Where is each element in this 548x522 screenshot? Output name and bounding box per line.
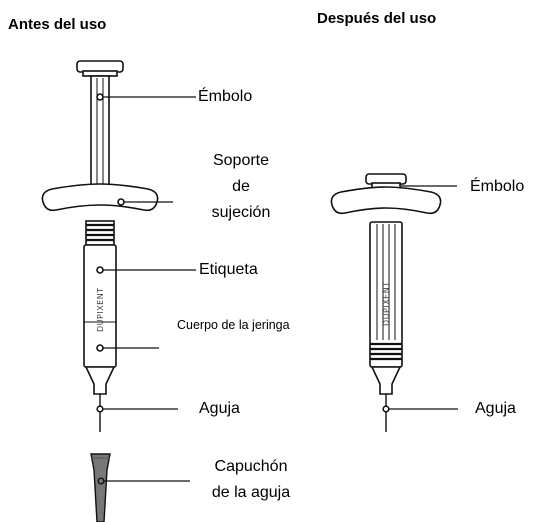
syringe-before-use <box>41 60 159 432</box>
finger-grip <box>41 183 159 212</box>
label-finger-grip-line3: sujeción <box>211 204 271 221</box>
label-needle-after: Aguja <box>475 400 516 417</box>
syringe-brand-text: DUPIXENT <box>96 287 105 332</box>
label-needle-cap-line2: de la aguja <box>211 484 291 501</box>
heading-before-use: Antes del uso <box>8 16 107 33</box>
heading-after-use: Después del uso <box>317 10 437 27</box>
needle-cap <box>90 453 111 522</box>
label-needle-cap: Capuchón de la aguja <box>189 456 313 504</box>
label-etiqueta: Etiqueta <box>199 261 258 278</box>
label-needle-cap-line1: Capuchón <box>214 458 288 475</box>
label-syringe-body: Cuerpo de la jeringa <box>177 318 290 332</box>
label-plunger-after: Émbolo <box>470 178 525 195</box>
label-finger-grip-line1: Soporte <box>212 152 270 169</box>
label-finger-grip-line2: de <box>232 178 250 195</box>
syringe-brand-text-after: DUPIXENT <box>382 281 391 326</box>
label-finger-grip: Soporte de sujeción <box>206 150 276 224</box>
syringe-after-use <box>330 173 442 432</box>
label-needle-before: Aguja <box>199 400 240 417</box>
label-plunger-before: Émbolo <box>198 88 253 105</box>
